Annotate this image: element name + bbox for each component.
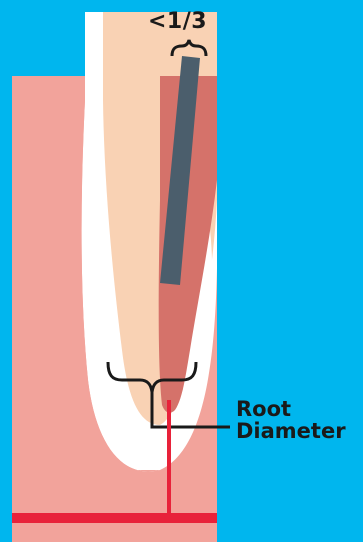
ratio-label: <1/3	[148, 10, 207, 33]
root-label-line2: Diameter	[236, 420, 346, 442]
baseline	[12, 513, 217, 523]
root-label-line1: Root	[236, 398, 346, 420]
root-diameter-label: Root Diameter	[236, 398, 346, 442]
